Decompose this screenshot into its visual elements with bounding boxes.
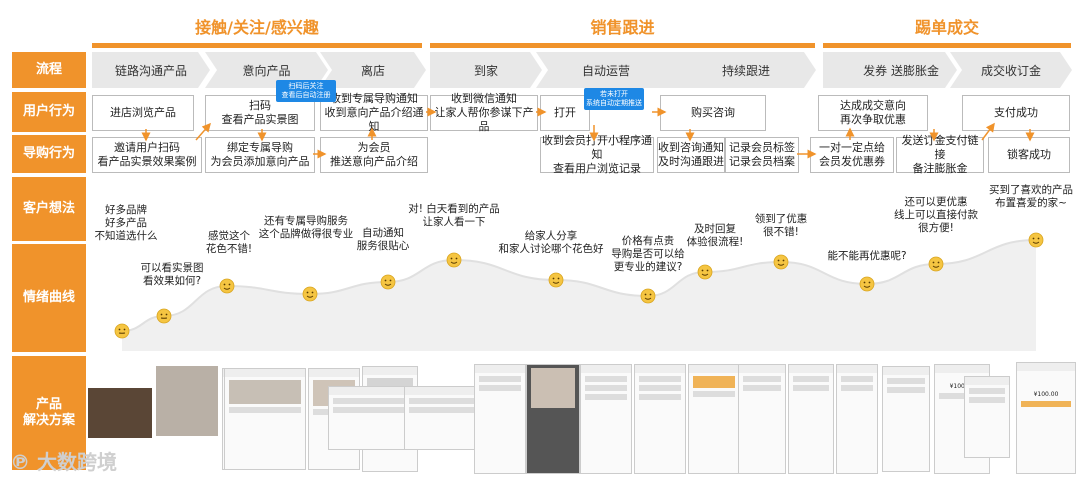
row-label-user-behavior: 用户行为 (12, 92, 86, 132)
row-label-guide-behavior: 导购行为 (12, 135, 86, 173)
emotion-face-icon (381, 275, 395, 289)
phase-bar-close-deal (823, 43, 1071, 48)
tag-auto-push: 若未打开 系统自动定期推送 (584, 88, 644, 110)
watermark-logo: ℗ 大数跨境 (10, 446, 117, 475)
user-box-paid: 支付成功 (962, 95, 1070, 131)
thought-2: 可以看实景图 看效果如何? (132, 262, 212, 288)
stage-channel: 链路沟通产品 (92, 52, 210, 88)
guide-box-push: 为会员 推送意向产品介绍 (320, 137, 428, 173)
phase-title-close-deal: 踢单成交 (823, 14, 1071, 38)
emotion-face-icon (157, 309, 171, 323)
emotion-face-icon (1029, 233, 1043, 247)
user-box-browse: 进店浏览产品 (92, 95, 194, 131)
user-box-deal-intent: 达成成交意向 再次争取优惠 (818, 95, 928, 131)
user-box-wechat: 收到微信通知 让家人帮你参谋下产品 (430, 95, 538, 131)
tag-scan-register: 扫码后关注 查看后自动注册 (276, 80, 336, 102)
row-label-product-solution-text: 产品 解决方案 (23, 397, 75, 429)
app-screen-list-6 (836, 364, 878, 474)
user-box-notify: 收到专属导购通知 收到意向产品介绍通知 (320, 95, 428, 131)
thought-13: 买到了喜欢的产品 布置喜爱的家~ (985, 184, 1077, 210)
emotion-face-icon (447, 253, 461, 267)
thought-9: 及时回复 体验很流程! (680, 223, 750, 249)
stage-continuous-follow-label: 持续跟进 (722, 62, 770, 79)
thought-12: 还可以更优惠 线上可以直接付款 很方便! (888, 196, 984, 235)
thought-10: 领到了优惠 很不错! (748, 213, 814, 239)
payment-amount-2: ¥100.00 (1017, 391, 1075, 398)
thought-11: 能不能再优惠呢? (822, 250, 912, 263)
phase-title-follow-up: 销售跟进 (430, 14, 815, 38)
emotion-face-icon (303, 287, 317, 301)
thought-5: 自动通知 服务很贴心 (352, 227, 414, 253)
row-label-customer-thoughts: 客户想法 (12, 177, 86, 241)
emotion-face-icon (220, 279, 234, 293)
stage-auto-operation: 自动运营 持续跟进 (536, 52, 816, 88)
emotion-face-icon (929, 257, 943, 271)
emotion-face-icon (641, 289, 655, 303)
thought-3: 感觉这个 花色不错! (198, 230, 260, 256)
app-screen-payment-3: ¥100.00 (1016, 362, 1076, 474)
app-screen-payment-2 (964, 376, 1010, 458)
app-screen-list-1 (580, 364, 632, 474)
guide-box-lock-customer: 锁客成功 (988, 137, 1070, 173)
user-box-open: 打开 (540, 95, 590, 131)
phase-bar-contact (92, 43, 422, 48)
user-box-consult: 购买咨询 (660, 95, 766, 131)
guide-box-deposit-link: 发送订金支付链接 备注膨胀金 (896, 137, 984, 173)
app-screen-coupon (882, 366, 930, 472)
watermark-text: 大数跨境 (37, 450, 117, 474)
phase-title-contact: 接触/关注/感兴趣 (92, 14, 422, 38)
app-screen-share (526, 364, 580, 474)
phase-bar-follow-up (430, 43, 815, 48)
guide-box-bind: 绑定专属导购 为会员添加意向产品 (205, 137, 315, 173)
emotion-face-icon (549, 273, 563, 287)
app-screen-notice-1 (328, 386, 412, 450)
app-screen-chat-1 (474, 364, 526, 474)
row-label-flow: 流程 (12, 52, 86, 88)
stage-at-home: 到家 (430, 52, 542, 88)
app-screen-list-4 (738, 364, 786, 474)
thought-8: 价格有点贵 导购是否可以给 更专业的建议? (608, 235, 688, 274)
thought-7: 给家人分享 和家人讨论哪个花色好 (496, 230, 606, 256)
row-label-emotion-curve: 情绪曲线 (12, 244, 86, 352)
watermark-logo-mark: ℗ (10, 450, 37, 474)
stage-coupon: 发券 送膨胀金 (823, 52, 957, 88)
guide-box-invite: 邀请用户扫码 看产品实景效果案例 (92, 137, 202, 173)
thought-6: 对! 白天看到的产品 让家人看一下 (406, 203, 502, 229)
emotion-face-icon (774, 255, 788, 269)
thought-4: 还有专属导购服务 这个品牌做得很专业 (256, 215, 356, 241)
app-screen-list-2 (634, 364, 686, 474)
app-screen-list-5 (788, 364, 834, 474)
app-screen-list-3 (688, 364, 740, 474)
guide-box-open-notice: 收到会员打开小程序通知 查看用户浏览记录 (540, 137, 654, 173)
store-photo-2 (156, 366, 218, 436)
thought-1: 好多品牌 好多产品 不知道选什么 (90, 204, 162, 243)
emotion-face-icon (115, 324, 129, 338)
guide-box-member-tags: 记录会员标签 记录会员档案 (725, 137, 799, 173)
stage-deposit: 成交收订金 (950, 52, 1072, 88)
emotion-face-icon (860, 277, 874, 291)
guide-box-coupon: 一对一定点给 会员发优惠券 (810, 137, 894, 173)
product-solution-area: ¥100.00 ¥100.00 (88, 360, 1078, 472)
stage-auto-operation-label: 自动运营 (582, 62, 630, 79)
app-screen-gallery (224, 368, 306, 470)
store-photo-1 (88, 388, 152, 438)
guide-box-consult-notice: 收到咨询通知 及时沟通跟进 (657, 137, 725, 173)
emotion-face-icon (698, 265, 712, 279)
